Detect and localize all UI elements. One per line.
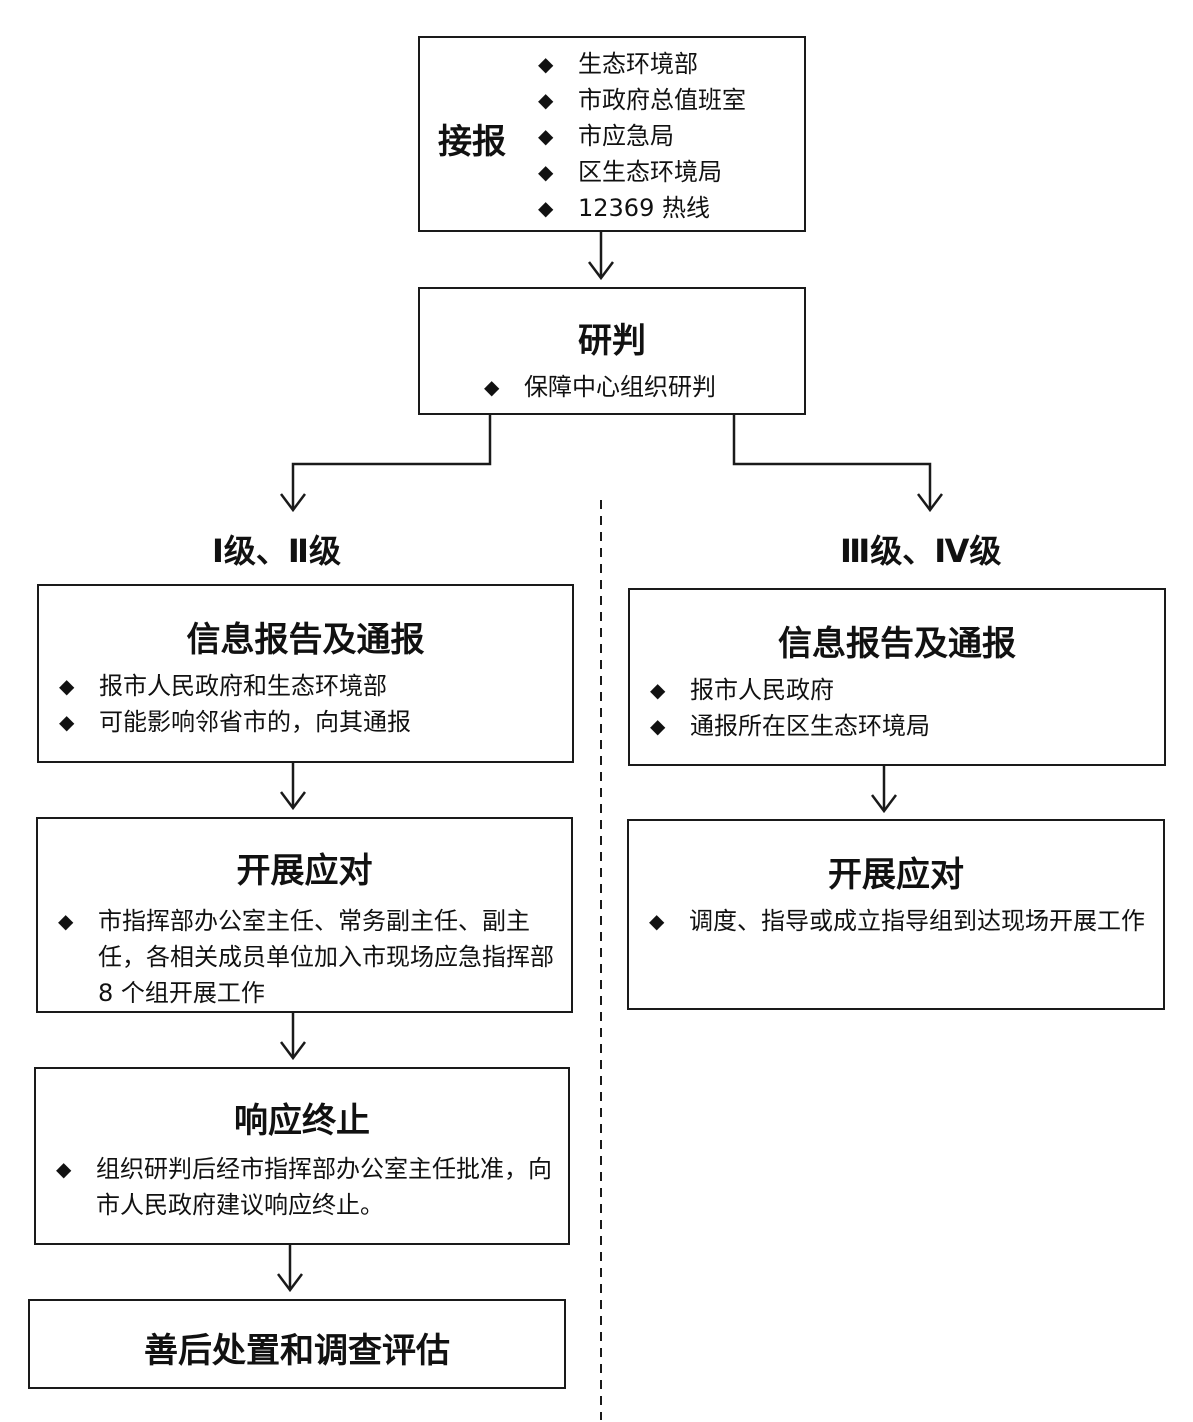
judge-list: ◆保障中心组织研判 bbox=[478, 369, 716, 405]
report-box: 接报 ◆生态环境部 ◆市政府总值班室 ◆市应急局 ◆区生态环境局 ◆12369 … bbox=[418, 36, 806, 232]
list-item: ◆区生态环境局 bbox=[532, 154, 746, 190]
list-item: ◆12369 热线 bbox=[532, 190, 746, 226]
connector-judge-left bbox=[291, 414, 492, 510]
diamond-bullet-icon: ◆ bbox=[650, 678, 666, 702]
left-response-title: 开展应对 bbox=[236, 851, 373, 891]
right-response-box: 开展应对 ◆调度、指导或成立指导组到达现场开展工作 bbox=[627, 819, 1165, 1010]
diamond-bullet-icon: ◆ bbox=[538, 88, 554, 112]
diamond-bullet-icon: ◆ bbox=[59, 674, 75, 698]
arrowhead bbox=[280, 791, 306, 811]
diamond-bullet-icon: ◆ bbox=[538, 160, 554, 184]
list-item: ◆市指挥部办公室主任、常务副主任、副主任，各相关成员单位加入市现场应急指挥部 8… bbox=[52, 903, 558, 1011]
list-item: ◆市应急局 bbox=[532, 118, 746, 154]
judge-title: 研判 bbox=[578, 321, 646, 361]
arrowhead bbox=[280, 493, 306, 513]
left-response-list: ◆市指挥部办公室主任、常务副主任、副主任，各相关成员单位加入市现场应急指挥部 8… bbox=[52, 903, 558, 1011]
list-item: ◆报市人民政府 bbox=[644, 672, 930, 708]
diamond-bullet-icon: ◆ bbox=[58, 909, 74, 933]
left-level-label: Ⅰ级、Ⅱ级 bbox=[212, 532, 341, 570]
left-aftermath-box: 善后处置和调查评估 bbox=[28, 1299, 566, 1389]
left-info-list: ◆报市人民政府和生态环境部 ◆可能影响邻省市的，向其通报 bbox=[53, 668, 411, 740]
diamond-bullet-icon: ◆ bbox=[538, 196, 554, 220]
list-item: ◆报市人民政府和生态环境部 bbox=[53, 668, 411, 704]
right-info-box: 信息报告及通报 ◆报市人民政府 ◆通报所在区生态环境局 bbox=[628, 588, 1166, 766]
arrowhead bbox=[917, 493, 943, 513]
diamond-bullet-icon: ◆ bbox=[649, 909, 665, 933]
arrowhead bbox=[588, 261, 614, 281]
left-info-box: 信息报告及通报 ◆报市人民政府和生态环境部 ◆可能影响邻省市的，向其通报 bbox=[37, 584, 574, 763]
diamond-bullet-icon: ◆ bbox=[59, 710, 75, 734]
left-terminate-list: ◆组织研判后经市指挥部办公室主任批准，向市人民政府建议响应终止。 bbox=[50, 1151, 556, 1223]
report-title: 接报 bbox=[438, 122, 506, 162]
diamond-bullet-icon: ◆ bbox=[538, 124, 554, 148]
right-level-label: Ⅲ级、Ⅳ级 bbox=[840, 532, 1002, 570]
left-terminate-box: 响应终止 ◆组织研判后经市指挥部办公室主任批准，向市人民政府建议响应终止。 bbox=[34, 1067, 570, 1245]
right-response-title: 开展应对 bbox=[828, 855, 964, 895]
diamond-bullet-icon: ◆ bbox=[56, 1157, 72, 1181]
list-item: ◆生态环境部 bbox=[532, 46, 746, 82]
right-info-list: ◆报市人民政府 ◆通报所在区生态环境局 bbox=[644, 672, 930, 744]
left-response-box: 开展应对 ◆市指挥部办公室主任、常务副主任、副主任，各相关成员单位加入市现场应急… bbox=[36, 817, 573, 1013]
list-item: ◆组织研判后经市指挥部办公室主任批准，向市人民政府建议响应终止。 bbox=[50, 1151, 556, 1223]
right-response-list: ◆调度、指导或成立指导组到达现场开展工作 bbox=[643, 903, 1149, 939]
diamond-bullet-icon: ◆ bbox=[650, 714, 666, 738]
list-item: ◆调度、指导或成立指导组到达现场开展工作 bbox=[643, 903, 1149, 939]
report-list: ◆生态环境部 ◆市政府总值班室 ◆市应急局 ◆区生态环境局 ◆12369 热线 bbox=[532, 46, 746, 226]
diamond-bullet-icon: ◆ bbox=[538, 52, 554, 76]
list-item: ◆保障中心组织研判 bbox=[478, 369, 716, 405]
arrowhead bbox=[280, 1041, 306, 1061]
list-item: ◆可能影响邻省市的，向其通报 bbox=[53, 704, 411, 740]
arrowhead bbox=[277, 1273, 303, 1293]
connector-judge-right bbox=[732, 414, 932, 510]
list-item: ◆市政府总值班室 bbox=[532, 82, 746, 118]
right-info-title: 信息报告及通报 bbox=[778, 624, 1016, 664]
left-terminate-title: 响应终止 bbox=[234, 1101, 370, 1141]
list-item: ◆通报所在区生态环境局 bbox=[644, 708, 930, 744]
arrowhead bbox=[871, 794, 897, 814]
diamond-bullet-icon: ◆ bbox=[484, 375, 500, 399]
left-aftermath-title: 善后处置和调查评估 bbox=[144, 1331, 450, 1371]
judge-box: 研判 ◆保障中心组织研判 bbox=[418, 287, 806, 415]
left-info-title: 信息报告及通报 bbox=[186, 620, 425, 660]
